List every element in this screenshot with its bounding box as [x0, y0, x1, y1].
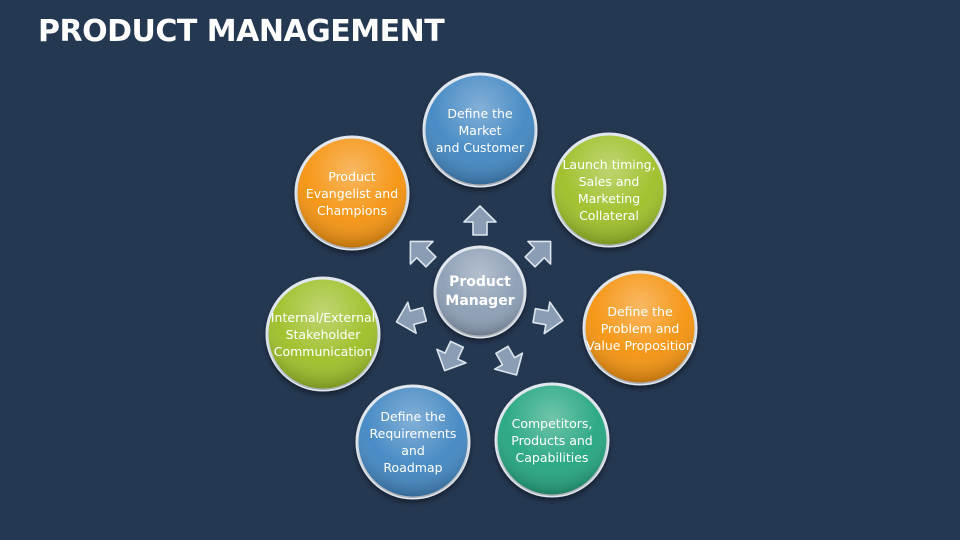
arrow-shape	[436, 340, 467, 372]
center-label-line1: Product	[449, 274, 511, 290]
arrow-shape	[409, 240, 437, 268]
label-line: Define the Market	[447, 105, 513, 138]
label-line: Stakeholder	[285, 326, 361, 342]
label-line: Marketing	[577, 191, 641, 206]
node-define-market-gloss	[424, 74, 536, 186]
arrow-up-icon	[395, 301, 428, 334]
center-group	[433, 245, 527, 339]
node-launch-timing-gloss	[553, 134, 665, 246]
arrow-shape	[524, 240, 552, 268]
label-line: Competitors,	[511, 415, 593, 431]
page-title: PRODUCT MANAGEMENT	[38, 14, 445, 49]
arrow-shape	[493, 345, 524, 376]
arrow-up-icon	[532, 301, 564, 335]
label-line: Launch timing,	[562, 157, 656, 172]
label-line: Internal/External	[270, 309, 376, 325]
node-stakeholder-communication-gloss	[267, 278, 379, 390]
label-line: Define the	[607, 303, 673, 319]
arrow-shape	[395, 301, 428, 334]
label-line: Capabilities	[515, 449, 589, 465]
label-line: Products and	[511, 432, 593, 448]
center-label-line2: Manager	[445, 293, 515, 309]
label-line: Roadmap	[383, 460, 443, 475]
label-line: Problem and	[600, 320, 680, 336]
label-line: Product	[328, 168, 376, 184]
label-line: Evangelist and	[305, 185, 399, 201]
arrow-shape	[463, 205, 497, 236]
center-circle-gloss	[435, 247, 525, 337]
label-line: Requirements and	[369, 426, 457, 458]
node-product-evangelist-gloss	[296, 137, 408, 249]
label-line: Collateral	[579, 208, 639, 223]
label-line: Define the	[380, 409, 446, 424]
label-line: Champions	[317, 202, 387, 218]
node-define-problem-gloss	[584, 272, 696, 384]
label-line: Sales and	[578, 174, 640, 189]
arrow-shape	[532, 301, 564, 335]
arrow-up-icon	[409, 240, 437, 268]
arrow-up-icon	[436, 340, 467, 372]
arrow-up-icon	[463, 205, 497, 236]
label-line: Value Proposition	[586, 337, 694, 353]
arrows-group	[395, 205, 564, 376]
label-line: and Customer	[435, 139, 525, 155]
arrow-up-icon	[493, 345, 524, 376]
nodes-group	[265, 72, 698, 500]
label-line: Communication	[273, 343, 373, 359]
node-define-requirements-gloss	[357, 386, 469, 498]
node-competitors-gloss	[496, 384, 608, 496]
arrow-up-icon	[524, 240, 552, 268]
